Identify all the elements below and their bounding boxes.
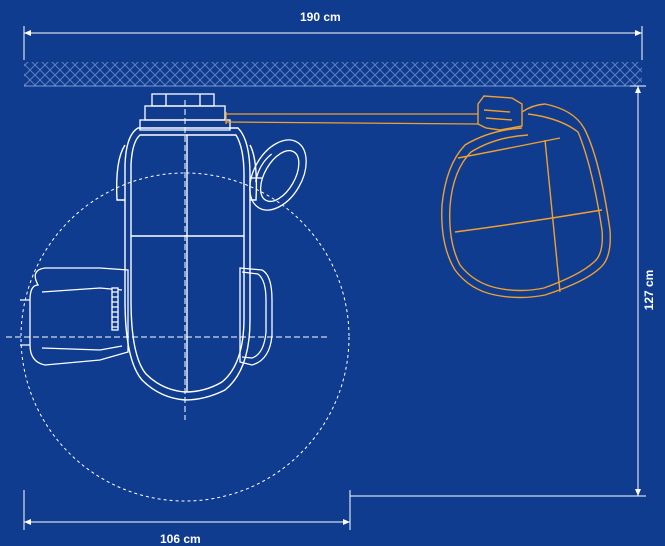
reach-dimension-label: 106 cm	[160, 532, 201, 546]
width-dimension-line	[23, 26, 643, 60]
arm-pad	[249, 139, 307, 211]
seat-body	[115, 127, 258, 401]
height-dimension-label: 127 cm	[642, 269, 656, 311]
side-attachment	[239, 267, 273, 366]
reach-dimension-line	[23, 490, 351, 530]
width-dimension-label: 190 cm	[300, 10, 341, 24]
footrest-section	[20, 267, 129, 366]
wall-bracket	[139, 93, 231, 131]
swing-radius-circle	[6, 100, 350, 502]
rail-arm	[225, 112, 479, 125]
wall	[24, 62, 642, 87]
height-dimension-line	[350, 85, 646, 497]
swung-seat	[441, 95, 611, 299]
